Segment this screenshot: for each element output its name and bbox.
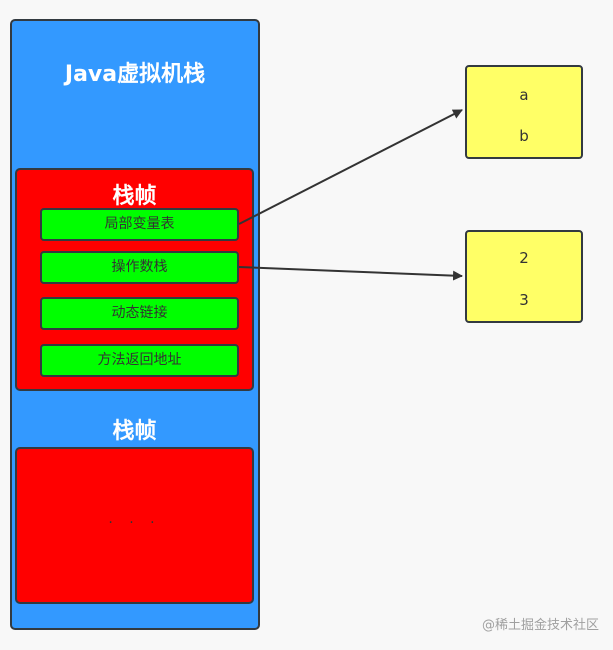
- local-var-b: b: [519, 127, 529, 145]
- operand-value-2: 2: [519, 249, 529, 267]
- arrow-local-vars: [238, 109, 463, 225]
- stack-frame-1-title: 栈帧: [112, 184, 157, 209]
- dynamic-linking: 动态链接: [40, 297, 239, 330]
- operand-stack-box: [465, 230, 583, 323]
- arrow-operand-stack: [238, 266, 463, 281]
- operand-value-3: 3: [519, 291, 529, 309]
- operand-stack: 操作数栈: [40, 251, 239, 284]
- local-variable-table: 局部变量表: [40, 208, 239, 241]
- frame-ellipsis: · · ·: [108, 515, 161, 531]
- local-var-a: a: [519, 86, 529, 104]
- watermark: @稀土掘金技术社区: [481, 618, 599, 633]
- stack-frame-2: [15, 447, 254, 604]
- stack-frame-2-title: 栈帧: [112, 419, 157, 444]
- jvm-stack-title: Java虚拟机栈: [64, 62, 206, 87]
- return-address: 方法返回地址: [40, 344, 239, 377]
- local-vars-box: [465, 65, 583, 159]
